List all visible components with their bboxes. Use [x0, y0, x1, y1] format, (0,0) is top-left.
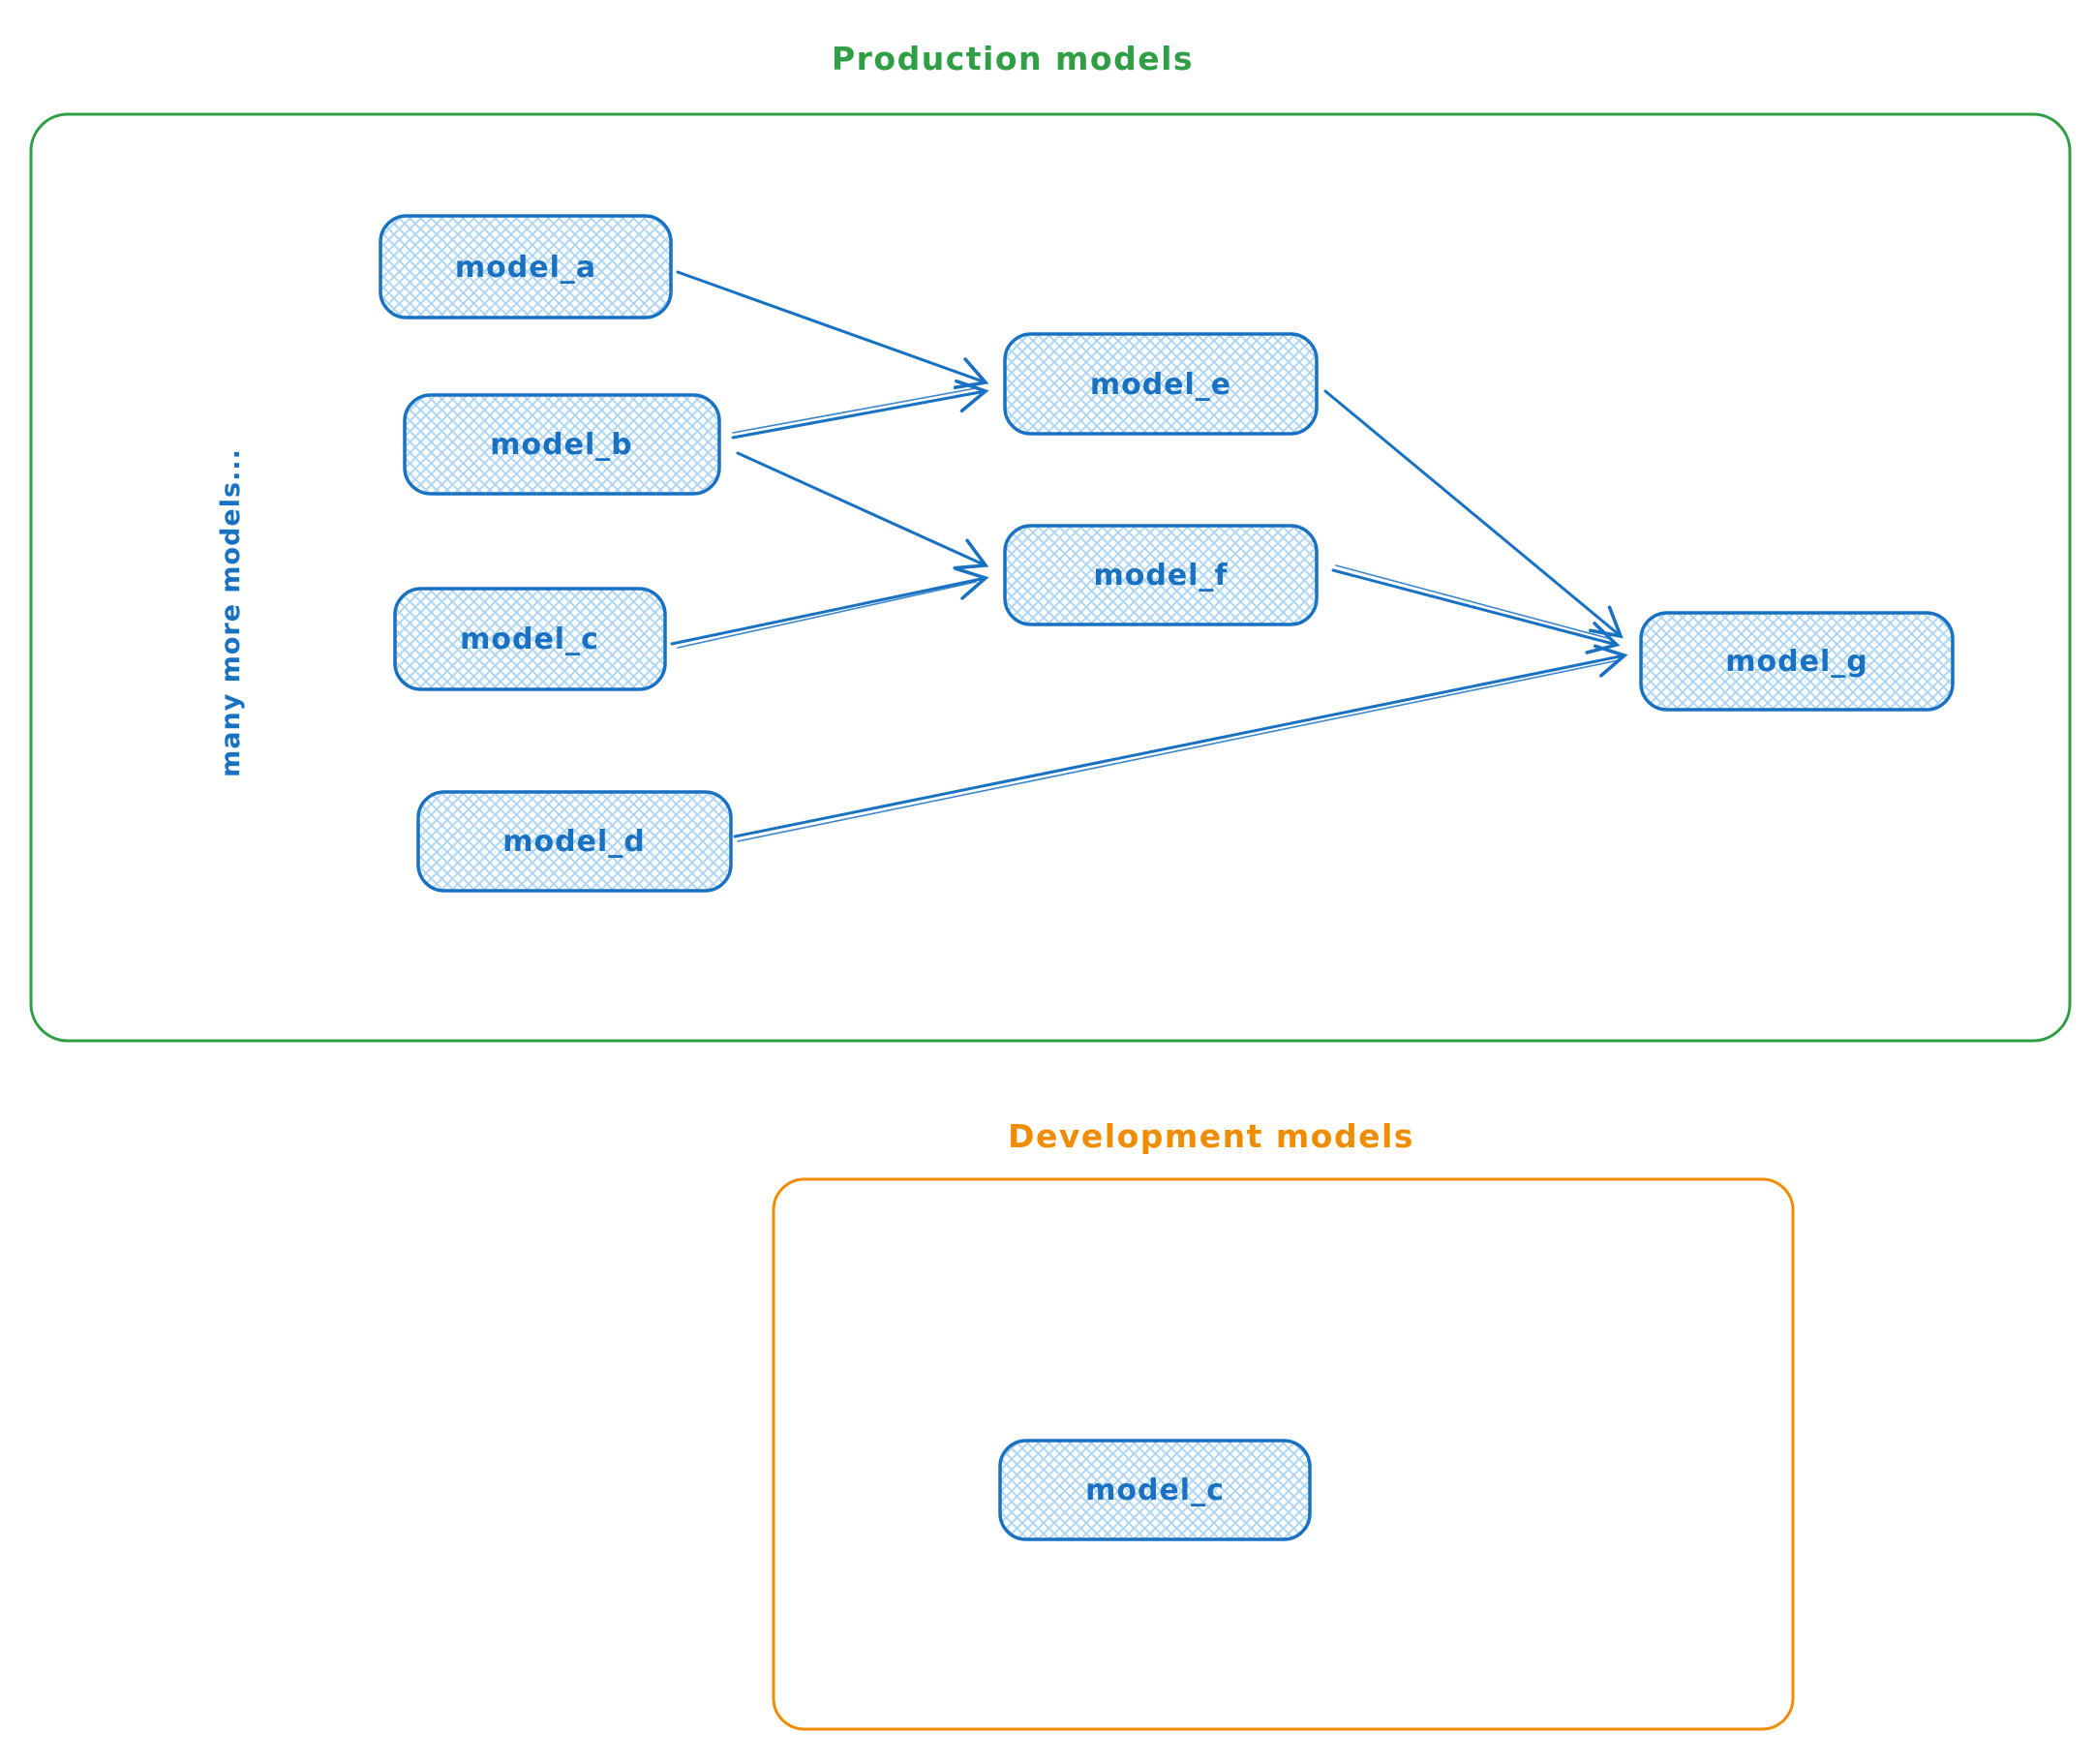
edge-model-d-to-model-g-sketchline: [737, 659, 1620, 842]
edge-model-b-to-model-f: [736, 451, 989, 570]
node-model-f-box: [1003, 524, 1319, 626]
node-model-e-box: [1003, 332, 1319, 436]
node-model-d-box: [416, 790, 733, 893]
edge-model-f-to-model-g-sketchline: [1335, 564, 1608, 639]
edge-model-c-to-model-f: [670, 566, 989, 646]
node-model-a-label: model_a: [455, 251, 596, 285]
node-model-e-label: model_e: [1090, 368, 1231, 402]
node-model-c: model_c: [393, 587, 667, 691]
node-model-a: model_a: [379, 214, 673, 319]
edges: [670, 270, 1628, 842]
node-model-c-dev-label: model_c: [1085, 1474, 1225, 1507]
many-more-models-note: many more models...: [216, 448, 246, 777]
node-model-b-label: model_b: [490, 428, 632, 462]
production-title: Production models: [832, 40, 1194, 77]
development-container: [772, 1177, 1795, 1731]
node-model-d-label: model_d: [502, 825, 645, 859]
node-model-f: model_f: [1003, 524, 1319, 626]
production-container: [29, 112, 2072, 1043]
node-model-d: model_d: [416, 790, 733, 893]
node-model-g-label: model_g: [1725, 645, 1867, 679]
node-model-a-box: [379, 214, 673, 319]
edge-model-b-to-model-e: [731, 379, 989, 440]
node-model-g: model_g: [1639, 611, 1955, 712]
node-model-b-box: [403, 393, 721, 496]
node-model-c-dev: model_c: [998, 1439, 1312, 1541]
node-model-c-dev-box: [998, 1439, 1312, 1541]
node-model-e: model_e: [1003, 332, 1319, 436]
edge-model-f-to-model-g: [1331, 568, 1621, 654]
development-title: Development models: [1008, 1117, 1414, 1155]
edge-model-d-to-model-g: [733, 644, 1628, 838]
node-model-f-label: model_f: [1093, 559, 1228, 593]
edge-model-c-to-model-f-sketchline: [677, 581, 977, 649]
node-model-g-box: [1639, 611, 1955, 712]
node-model-c-label: model_c: [460, 623, 599, 656]
edge-model-e-to-model-g: [1323, 389, 1624, 639]
edge-model-b-to-model-e-sketchline: [732, 387, 977, 434]
node-model-b: model_b: [403, 393, 721, 496]
edge-model-a-to-model-e: [676, 270, 989, 390]
node-model-c-box: [393, 587, 667, 691]
